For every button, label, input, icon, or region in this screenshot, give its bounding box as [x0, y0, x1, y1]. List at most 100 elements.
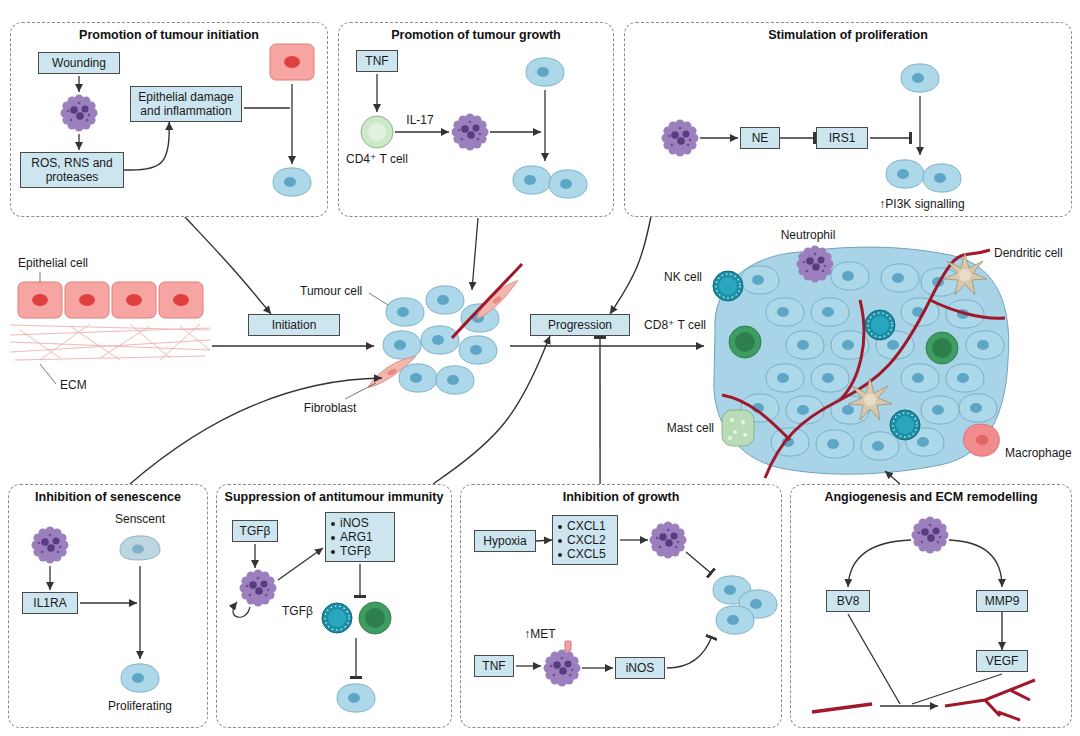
arrow — [130, 378, 382, 484]
dashed-panel: Inhibition of growthHypoxiaCXCL1CXCL2CXC… — [460, 484, 782, 728]
blood-vessel — [452, 264, 522, 338]
dashed-panel: Promotion of tumour initiationWoundingRO… — [10, 22, 328, 217]
box-label: TGFβ — [238, 524, 272, 538]
panel-heading: Stimulation of proliferation — [625, 28, 1071, 43]
epithelial-cell — [270, 44, 314, 80]
tumour-cells-part — [786, 331, 824, 359]
cd4-t-cell — [361, 116, 393, 148]
process-box: IRS1 — [816, 127, 868, 149]
list-item: iNOS — [340, 516, 369, 530]
dendritic-cell — [943, 253, 987, 295]
arrow — [949, 540, 1002, 587]
tissue-label: ECM — [60, 378, 87, 392]
process-box: iNOS — [615, 657, 665, 679]
dashed-panel: Suppression of antitumour immunityTGFβiN… — [216, 484, 452, 728]
box-label: Initiation — [254, 318, 334, 332]
epithelial-cell — [112, 282, 156, 318]
main-arrow — [510, 345, 704, 347]
arrow — [544, 90, 545, 161]
bullet-dot — [331, 536, 335, 540]
arrow — [254, 544, 255, 568]
met-receptor — [565, 641, 571, 651]
cell-label: Epithelial cell — [18, 256, 88, 270]
tumour-cells-part — [881, 264, 919, 292]
box-label: ROS, RNS and proteases — [26, 156, 118, 184]
leader-line — [40, 272, 41, 282]
inhibition-connector — [780, 137, 816, 138]
box-label: TNF — [480, 659, 508, 673]
tumour-cell — [399, 364, 437, 392]
arrow — [472, 218, 478, 290]
neutrophil — [797, 246, 834, 283]
cd8-t-cell — [359, 602, 391, 634]
panel-heading: Suppression of antitumour immunity — [217, 490, 451, 505]
list-item: TGFβ — [340, 544, 371, 558]
cell-label: Fibroblast — [304, 401, 357, 415]
tumour-cell — [273, 168, 311, 196]
process-box: BV8 — [826, 590, 870, 612]
dashed-panel: Promotion of tumour growthTNF — [338, 22, 614, 217]
process-box: CXCL1CXCL2CXCL5 — [552, 515, 618, 565]
cell-state-label: Proliferating — [108, 699, 172, 713]
list-item: CXCL5 — [567, 547, 606, 561]
box-label: NE — [746, 131, 774, 145]
epithelial-cell — [159, 282, 203, 318]
arrow-line — [848, 614, 900, 704]
arrow — [885, 471, 900, 484]
bullet-dot — [331, 522, 335, 526]
cell-label: Macrophage — [1005, 446, 1072, 460]
process-box: TNF — [356, 50, 398, 72]
signal-label: ↑MET — [524, 627, 555, 641]
main-arrow — [212, 345, 374, 347]
tumour-cell — [386, 298, 424, 326]
list-row: CXCL5 — [558, 547, 612, 561]
process-box: IL1RA — [22, 592, 78, 614]
box-label: Hypoxia — [480, 534, 530, 548]
cell-label: CD8⁺ T cell — [644, 318, 706, 332]
autocrine-loop — [233, 602, 250, 617]
arrow — [291, 84, 292, 164]
list-row: TGFβ — [331, 544, 389, 558]
leader-line — [369, 293, 388, 305]
dendritic-cell — [848, 378, 892, 420]
cell-label: Tumour cell — [300, 284, 362, 298]
tumour-cell — [886, 160, 924, 188]
tumour-cells-part — [811, 364, 849, 392]
arrow — [80, 602, 137, 603]
cell-state-label: Senscent — [115, 512, 165, 526]
branched-vessel — [945, 680, 1035, 720]
tumour-cells-part — [811, 298, 849, 326]
tumour-cells-part — [901, 364, 939, 392]
box-label: iNOS — [621, 661, 659, 675]
process-box: iNOSARG1TGFβ — [325, 512, 395, 562]
tumour-cells-part — [959, 394, 997, 422]
box-label: BV8 — [832, 594, 864, 608]
cell-label: Mast cell — [667, 421, 714, 435]
process-box: Epithelial damage and inflammation — [130, 86, 242, 122]
inhibition-line — [870, 137, 912, 138]
process-box: MMP9 — [976, 590, 1028, 612]
process-box: VEGF — [976, 650, 1028, 672]
arrow — [395, 131, 449, 132]
box-label: Progression — [536, 318, 624, 332]
fibroblast — [470, 278, 523, 320]
cell-label: Neutrophil — [781, 228, 836, 242]
signal-label: ↑PI3K signalling — [879, 197, 964, 211]
leader-line — [40, 364, 56, 384]
process-box: Hypoxia — [474, 530, 536, 552]
nk-cell — [713, 271, 743, 301]
tumour-cell — [383, 331, 421, 359]
arrow-connector — [1001, 612, 1002, 650]
process-box: ROS, RNS and proteases — [20, 152, 124, 188]
box-label: VEGF — [982, 654, 1022, 668]
arrow — [848, 540, 911, 587]
arrow-connector — [610, 217, 651, 314]
bullet-dot — [558, 525, 562, 529]
tumour-cells-part — [816, 430, 854, 458]
tumour-cell — [923, 164, 961, 192]
panel-heading: Inhibition of senescence — [9, 490, 207, 505]
list-row: ARG1 — [331, 530, 389, 544]
box-label: MMP9 — [982, 594, 1022, 608]
arrow — [278, 548, 323, 580]
neutrophil — [544, 650, 581, 687]
